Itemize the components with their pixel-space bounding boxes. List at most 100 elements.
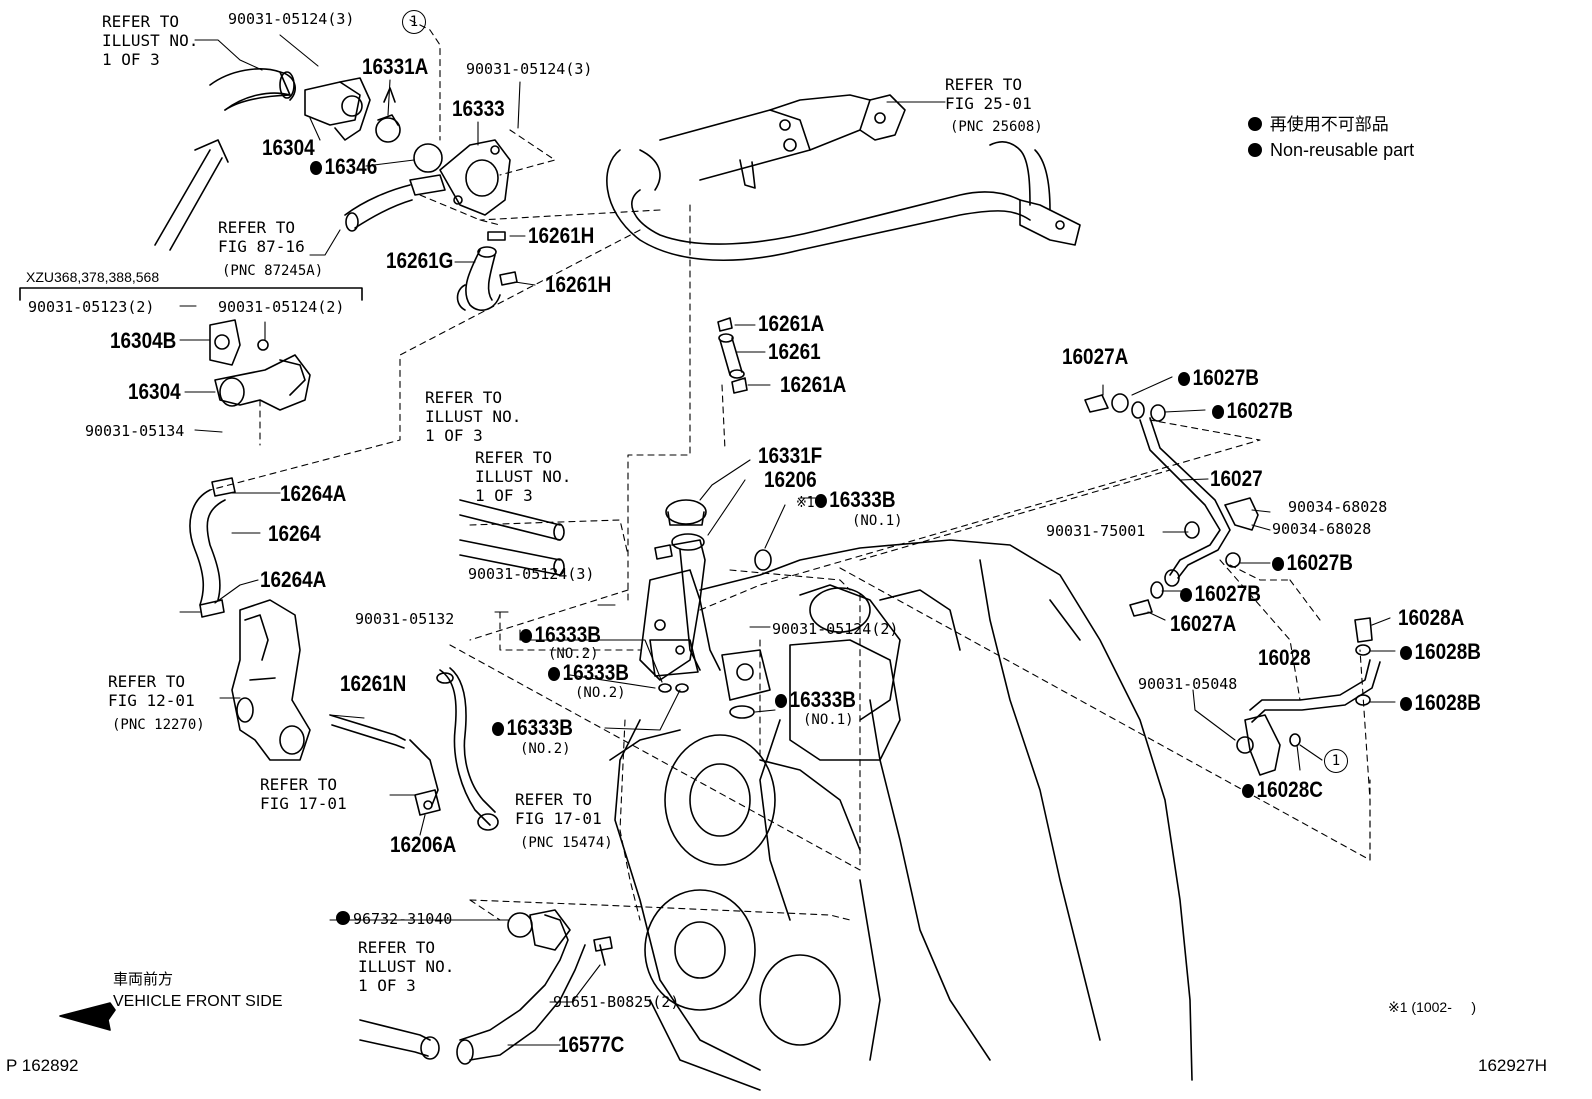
part-16264A-b: 16264A bbox=[260, 567, 327, 592]
part-16027B-b: 16027B bbox=[1212, 399, 1293, 423]
part-16027B-c: 16027B bbox=[1272, 551, 1353, 575]
non-reusable-dot bbox=[1400, 697, 1413, 711]
part-16261: 16261 bbox=[768, 339, 821, 364]
lower-pipe-group bbox=[359, 909, 613, 1065]
ref-fig-17-01-a: REFER TO FIG 17-01 bbox=[260, 775, 347, 813]
engine-block bbox=[609, 539, 1193, 1091]
part-16027A-b: 16027A bbox=[1170, 611, 1237, 636]
part-16304B: 16304B bbox=[110, 328, 177, 353]
leader-lines bbox=[179, 34, 1396, 1046]
non-reusable-dot bbox=[775, 694, 788, 708]
part-16206A: 16206A bbox=[390, 832, 457, 857]
ref-fig-12-01-pnc: (PNC 12270) bbox=[112, 717, 205, 733]
non-reusable-dot bbox=[336, 911, 350, 925]
part-16261N: 16261N bbox=[340, 671, 407, 696]
mark-1: ※1 bbox=[796, 493, 815, 511]
part-16333B-no2-a: 16333B bbox=[520, 623, 601, 647]
part-16331A: 16331A bbox=[362, 54, 429, 79]
water-outlet-group bbox=[459, 499, 772, 719]
part-16028C: 16028C bbox=[1242, 778, 1323, 802]
xzu-variant-parts bbox=[19, 287, 363, 411]
part-90031-05124-2-a: 90031-05124(2) bbox=[218, 298, 345, 316]
pipe-16027-16028 bbox=[1084, 393, 1381, 776]
gasket-no2-label-c: (NO.2) bbox=[520, 741, 571, 757]
part-16027B-d: 16027B bbox=[1180, 582, 1261, 606]
part-16261A-a: 16261A bbox=[758, 311, 825, 336]
part-16206: 16206 bbox=[764, 467, 817, 492]
non-reusable-dot bbox=[492, 722, 505, 736]
part-90031-05132: 90031-05132 bbox=[355, 610, 455, 628]
part-16304-a: 16304 bbox=[262, 135, 315, 160]
ref-fig-17-01-b: REFER TO FIG 17-01 bbox=[515, 790, 602, 828]
part-91651-B0825-2: 91651-B0825(2) bbox=[553, 993, 680, 1011]
part-96732-31040: 96732-31040 bbox=[336, 910, 452, 929]
non-reusable-dot bbox=[1242, 784, 1255, 798]
part-16333B-no1-b: 16333B bbox=[775, 688, 856, 712]
part-90031-05048: 90031-05048 bbox=[1138, 675, 1238, 693]
non-reusable-dot bbox=[1400, 646, 1413, 660]
part-90031-05123-2: 90031-05123(2) bbox=[28, 298, 155, 316]
part-16333B-no2-b: 16333B bbox=[548, 661, 629, 685]
part-90034-68028-a: 90034-68028 bbox=[1288, 498, 1388, 516]
vehicle-front-en: VEHICLE FRONT SIDE bbox=[113, 993, 283, 1010]
part-90031-05134: 90031-05134 bbox=[85, 422, 185, 440]
part-16577C: 16577C bbox=[558, 1032, 625, 1057]
ref-fig-12-01: REFER TO FIG 12-01 bbox=[108, 672, 195, 710]
part-16261A-b: 16261A bbox=[780, 372, 847, 397]
ref-illust-center: REFER TO ILLUST NO. 1 OF 3 bbox=[475, 448, 572, 505]
part-16264: 16264 bbox=[268, 521, 321, 546]
part-16027B-a: 16027B bbox=[1178, 366, 1259, 390]
footer-left-id: P 162892 bbox=[6, 1056, 79, 1075]
ref-illust-top-left: REFER TO ILLUST NO. 1 OF 3 bbox=[102, 12, 199, 69]
part-16264A-a: 16264A bbox=[280, 481, 347, 506]
part-16333: 16333 bbox=[452, 96, 505, 121]
ref-illust-middle: REFER TO ILLUST NO. 1 OF 3 bbox=[425, 388, 522, 445]
part-90034-68028-b: 90034-68028 bbox=[1272, 520, 1372, 538]
non-reusable-dot bbox=[1178, 372, 1191, 386]
non-reusable-dot bbox=[1248, 143, 1262, 157]
callout-circle-1-right: 1 bbox=[1324, 749, 1348, 773]
non-reusable-dot bbox=[1212, 405, 1225, 419]
part-16028A: 16028A bbox=[1398, 605, 1465, 630]
mark-1-range-note: ※1 (1002- ) bbox=[1388, 999, 1476, 1015]
non-reusable-dot bbox=[1272, 557, 1285, 571]
part-16331F: 16331F bbox=[758, 443, 823, 468]
gasket-no1-label-a: (NO.1) bbox=[852, 513, 903, 529]
xzu-variant-note: XZU368,378,388,568 bbox=[26, 269, 160, 285]
non-reusable-dot bbox=[520, 629, 533, 643]
gasket-no2-label-b: (NO.2) bbox=[575, 685, 626, 701]
ref-fig-87-16-pnc: (PNC 87245A) bbox=[222, 263, 324, 279]
part-90031-05124-3-b: 90031-05124(3) bbox=[466, 60, 593, 78]
non-reusable-dot bbox=[814, 494, 827, 508]
part-90031-75001: 90031-75001 bbox=[1046, 522, 1146, 540]
ref-fig-87-16: REFER TO FIG 87-16 bbox=[218, 218, 305, 256]
ref-fig-25-01: REFER TO FIG 25-01 bbox=[945, 75, 1032, 113]
part-16261H-b: 16261H bbox=[545, 272, 612, 297]
part-90031-05124-3-a: 90031-05124(3) bbox=[228, 10, 355, 28]
callout-circle-1-top: 1 bbox=[402, 10, 426, 34]
part-16304-b: 16304 bbox=[128, 379, 181, 404]
arrows bbox=[59, 139, 229, 1031]
water-pump-group bbox=[189, 477, 499, 831]
part-16028B-b: 16028B bbox=[1400, 691, 1481, 715]
part-90031-05124-3-c: 90031-05124(3) bbox=[468, 565, 595, 583]
part-16346: 16346 bbox=[310, 155, 377, 179]
water-outlet-pipe bbox=[606, 94, 1081, 262]
part-16261G: 16261G bbox=[386, 248, 454, 273]
legend-jp: 再使用不可部品 bbox=[1248, 115, 1389, 134]
ref-illust-bottom: REFER TO ILLUST NO. 1 OF 3 bbox=[358, 938, 455, 995]
non-reusable-dot bbox=[548, 667, 561, 681]
ref-fig-25-01-pnc: (PNC 25608) bbox=[950, 119, 1043, 135]
non-reusable-dot bbox=[310, 161, 323, 175]
footer-right-id: 162927H bbox=[1478, 1056, 1548, 1075]
gasket-no2-label-a: (NO.2) bbox=[548, 646, 599, 662]
gasket-no1-label-b: (NO.1) bbox=[803, 712, 854, 728]
vehicle-front-jp: 車両前方 bbox=[113, 971, 174, 988]
part-90031-05124-2-b: 90031-05124(2) bbox=[772, 620, 899, 638]
part-16027A-a: 16027A bbox=[1062, 344, 1129, 369]
part-16333B-no2-c: 16333B bbox=[492, 716, 573, 740]
part-16261H-a: 16261H bbox=[528, 223, 595, 248]
part-16028B-a: 16028B bbox=[1400, 640, 1481, 664]
